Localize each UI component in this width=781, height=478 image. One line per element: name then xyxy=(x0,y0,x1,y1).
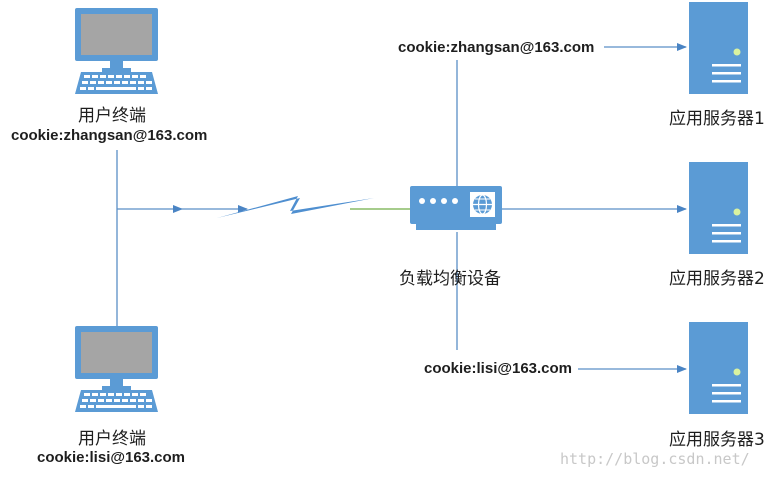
server-1-label: 应用服务器1 xyxy=(669,109,765,129)
client-computer-2-icon xyxy=(75,326,158,412)
client-1-cookie: cookie:zhangsan@163.com xyxy=(11,127,208,144)
server-3-icon xyxy=(689,322,748,414)
watermark-url: http://blog.csdn.net/ xyxy=(560,450,750,468)
client-computer-1-icon xyxy=(75,8,158,94)
load-balancer-device-icon xyxy=(410,186,502,230)
server-2-label: 应用服务器2 xyxy=(669,269,765,289)
client-1-label: 用户终端 xyxy=(78,106,146,126)
server-3-label: 应用服务器3 xyxy=(669,430,765,450)
load-balancer-label: 负载均衡设备 xyxy=(399,269,501,289)
client-2-label: 用户终端 xyxy=(78,429,146,449)
route-3-cookie: cookie:lisi@163.com xyxy=(424,360,573,377)
server-2-icon xyxy=(689,162,748,254)
network-lightning-icon xyxy=(217,196,374,218)
server-1-icon xyxy=(689,2,748,94)
client-2-cookie: cookie:lisi@163.com xyxy=(37,449,186,466)
route-1-cookie: cookie:zhangsan@163.com xyxy=(398,39,595,56)
